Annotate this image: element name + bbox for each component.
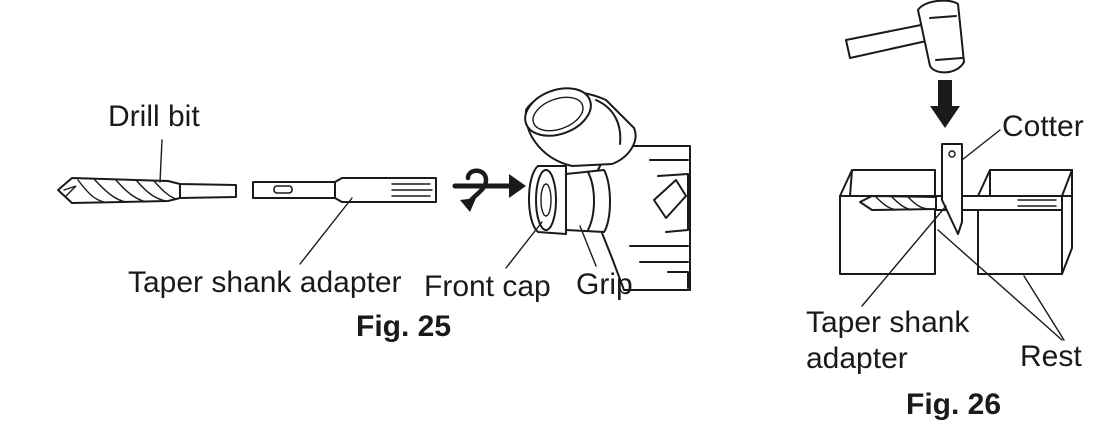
label-taper-shank-line1: Taper shank: [806, 306, 970, 339]
down-arrow-icon: [930, 80, 960, 128]
rotary-hammer: [524, 87, 691, 291]
label-front-cap: Front cap: [424, 270, 551, 303]
bit-and-adapter: [859, 195, 1063, 211]
caption-fig25: Fig. 25: [356, 310, 451, 343]
fig26-diagram: Cotter Taper shank adapter Rest Fig. 26: [806, 0, 1084, 421]
leader-cotter: [961, 129, 1001, 161]
label-taper-shank-adapter: Taper shank adapter: [128, 266, 402, 299]
drill-bit: [57, 177, 237, 204]
leader-front-cap: [505, 221, 543, 269]
caption-fig26: Fig. 26: [906, 388, 1001, 421]
label-cotter: Cotter: [1002, 110, 1084, 143]
leader-drill-bit: [159, 139, 163, 183]
leader-taper-shank-adapter: [299, 197, 353, 265]
leader-grip: [579, 225, 597, 267]
label-drill-bit: Drill bit: [108, 100, 200, 133]
rest-blocks: [839, 169, 1073, 275]
rotate-push-arrow-icon: [452, 168, 526, 212]
fig25-diagram: Drill bit Taper shank adapter Front cap …: [57, 87, 691, 343]
leader-taper-shank-adapter-26: [861, 205, 947, 307]
label-rest: Rest: [1020, 340, 1082, 373]
hammer-icon: [845, 0, 965, 74]
cotter: [941, 143, 963, 235]
label-taper-shank-line2: adapter: [806, 342, 908, 375]
label-grip: Grip: [576, 268, 633, 301]
leader-rest-right: [1023, 275, 1065, 341]
taper-shank-adapter: [252, 177, 437, 203]
leader-rest-left: [937, 229, 1063, 341]
